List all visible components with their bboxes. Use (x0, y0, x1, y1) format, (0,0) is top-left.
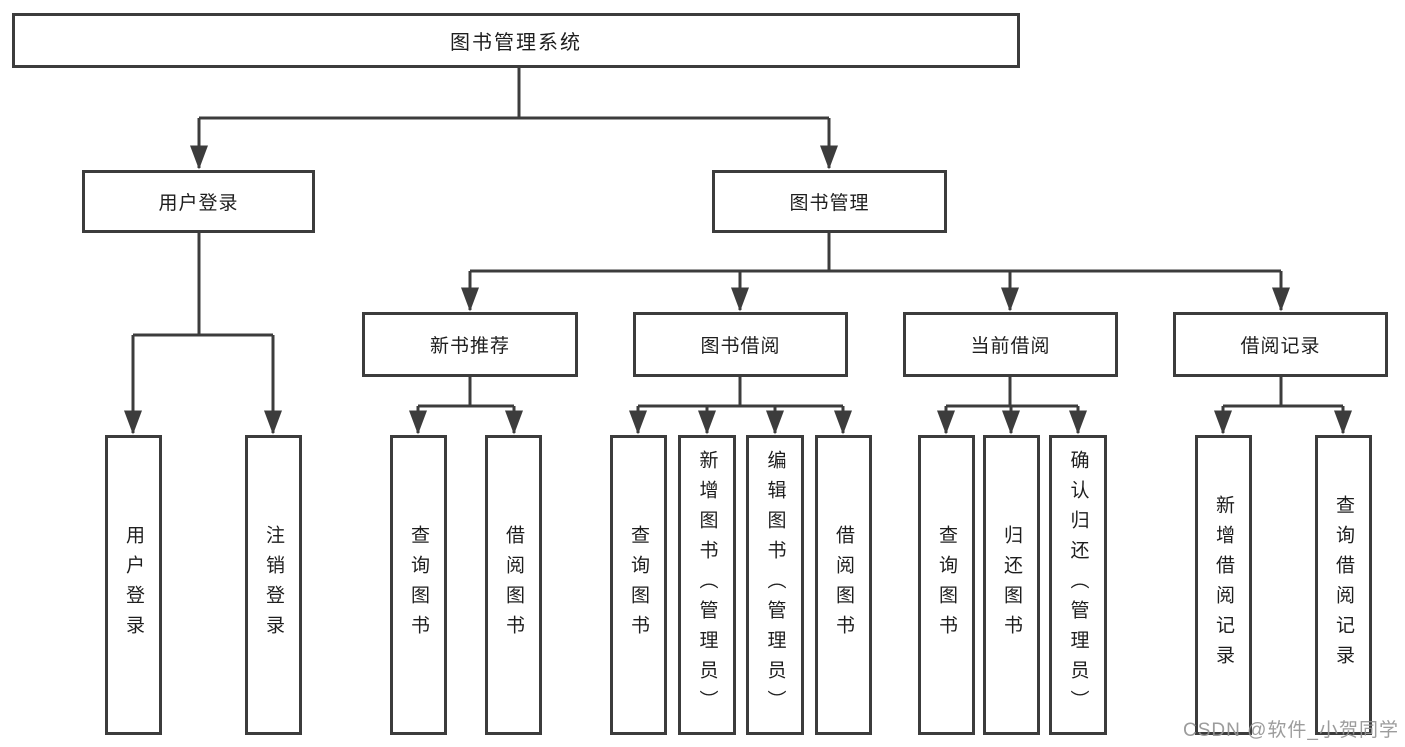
node-label: 用户登录 (158, 193, 239, 214)
leaf-borrow-books-1: 借阅图书 (485, 435, 542, 735)
node-label: 查询借阅记录 (1333, 495, 1354, 675)
leaf-query-books-3: 查询图书 (918, 435, 975, 735)
node-label: 图书管理系统 (450, 32, 582, 54)
leaf-borrow-books-2: 借阅图书 (815, 435, 872, 735)
leaf-logout: 注销登录 (245, 435, 302, 735)
node-label: 借阅图书 (503, 525, 524, 645)
node-new-book-recommendation: 新书推荐 (362, 312, 578, 377)
node-label: 新增图书（管理员） (696, 450, 718, 720)
leaf-return-books: 归还图书 (983, 435, 1040, 735)
leaf-confirm-return-admin: 确认归还（管理员） (1049, 435, 1107, 735)
node-label: 查询图书 (936, 525, 957, 645)
node-label: 图书管理 (789, 193, 870, 214)
leaf-add-books-admin: 新增图书（管理员） (678, 435, 736, 735)
node-label: 确认归还（管理员） (1067, 450, 1089, 720)
node-label: 注销登录 (263, 525, 284, 645)
node-label: 当前借阅 (970, 336, 1051, 357)
node-book-management-branch: 图书管理 (712, 170, 947, 233)
node-label: 查询图书 (408, 525, 429, 645)
node-borrowing-records: 借阅记录 (1173, 312, 1388, 377)
leaf-edit-books-admin: 编辑图书（管理员） (746, 435, 804, 735)
leaf-add-borrow-record: 新增借阅记录 (1195, 435, 1252, 735)
leaf-query-books-1: 查询图书 (390, 435, 447, 735)
csdn-watermark: CSDN @软件_小贺同学 (1183, 720, 1399, 741)
node-label: 借阅记录 (1240, 336, 1321, 357)
node-label: 归还图书 (1001, 525, 1022, 645)
node-book-borrowing: 图书借阅 (633, 312, 848, 377)
leaf-query-borrow-records: 查询借阅记录 (1315, 435, 1372, 735)
node-user-login-branch: 用户登录 (82, 170, 315, 233)
node-label: 新增借阅记录 (1213, 495, 1234, 675)
node-label: 编辑图书（管理员） (764, 450, 786, 720)
leaf-query-books-2: 查询图书 (610, 435, 667, 735)
node-label: 图书借阅 (700, 336, 781, 357)
node-label: 用户登录 (123, 525, 144, 645)
node-label: 查询图书 (628, 525, 649, 645)
node-current-borrowing: 当前借阅 (903, 312, 1118, 377)
node-library-management-system: 图书管理系统 (12, 13, 1020, 68)
leaf-user-login: 用户登录 (105, 435, 162, 735)
node-label: 借阅图书 (833, 525, 854, 645)
node-label: 新书推荐 (429, 336, 510, 357)
